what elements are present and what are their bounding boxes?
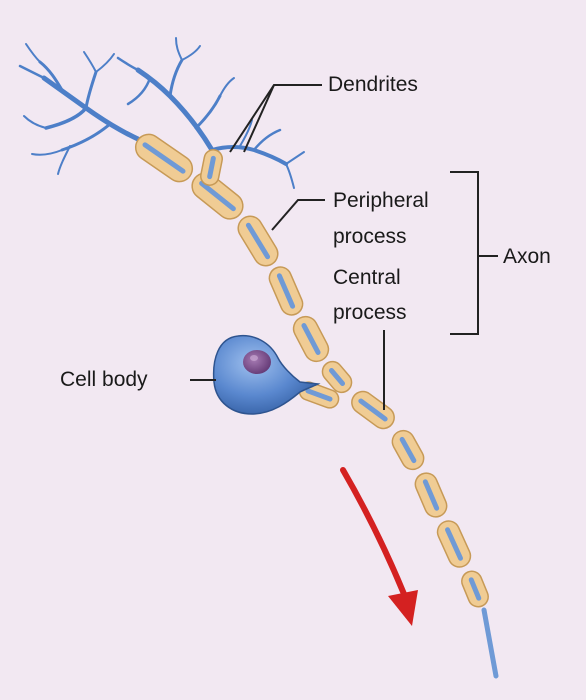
label-peripheral-line2: process: [333, 225, 407, 248]
myelin-segment: [200, 149, 223, 186]
label-central-line2: process: [333, 301, 407, 324]
axon-core: [468, 577, 482, 601]
leader-dendrites-b: [243, 84, 275, 153]
dendrite-tree-left: [18, 43, 143, 175]
leader-lines: [190, 84, 498, 410]
axon-core: [422, 479, 440, 511]
axon-core: [142, 142, 186, 174]
myelin-segment: [436, 520, 472, 568]
axon-core: [276, 273, 296, 309]
myelin-segment: [237, 215, 279, 267]
dendrite-tree-right: [116, 37, 305, 189]
axon-core: [305, 388, 333, 402]
label-peripheral-line1: Peripheral: [333, 189, 429, 212]
axon-terminal: [481, 607, 499, 679]
myelin-segment: [351, 390, 395, 430]
nucleus: [243, 350, 271, 374]
myelin-segment: [391, 429, 425, 471]
axon-core: [358, 398, 388, 422]
axon-core: [399, 436, 417, 464]
label-axon: Axon: [503, 245, 551, 268]
label-central-line1: Central: [333, 266, 401, 289]
axon-bracket: [450, 171, 479, 335]
myelin-segment: [134, 133, 194, 183]
cell-body: [212, 334, 321, 415]
myelin-segment: [268, 266, 304, 316]
myelin-segment: [321, 360, 353, 394]
label-cell-body: Cell body: [60, 368, 148, 391]
impulse-direction-arrow: [340, 467, 418, 626]
axon-core: [199, 180, 236, 212]
axon-core: [445, 527, 463, 561]
label-dendrites: Dendrites: [328, 73, 418, 96]
myelin-segment: [461, 570, 489, 608]
myelin-segment: [414, 472, 448, 518]
axon-core: [245, 222, 271, 260]
axon-core: [328, 367, 346, 387]
leader-peripheral-process: [271, 199, 325, 231]
axon-core: [301, 323, 321, 355]
leader-dendrites-a: [229, 84, 322, 153]
myelin-sheath-segments: [134, 133, 499, 679]
axon-core: [207, 155, 216, 180]
myelin-segment: [292, 315, 330, 363]
